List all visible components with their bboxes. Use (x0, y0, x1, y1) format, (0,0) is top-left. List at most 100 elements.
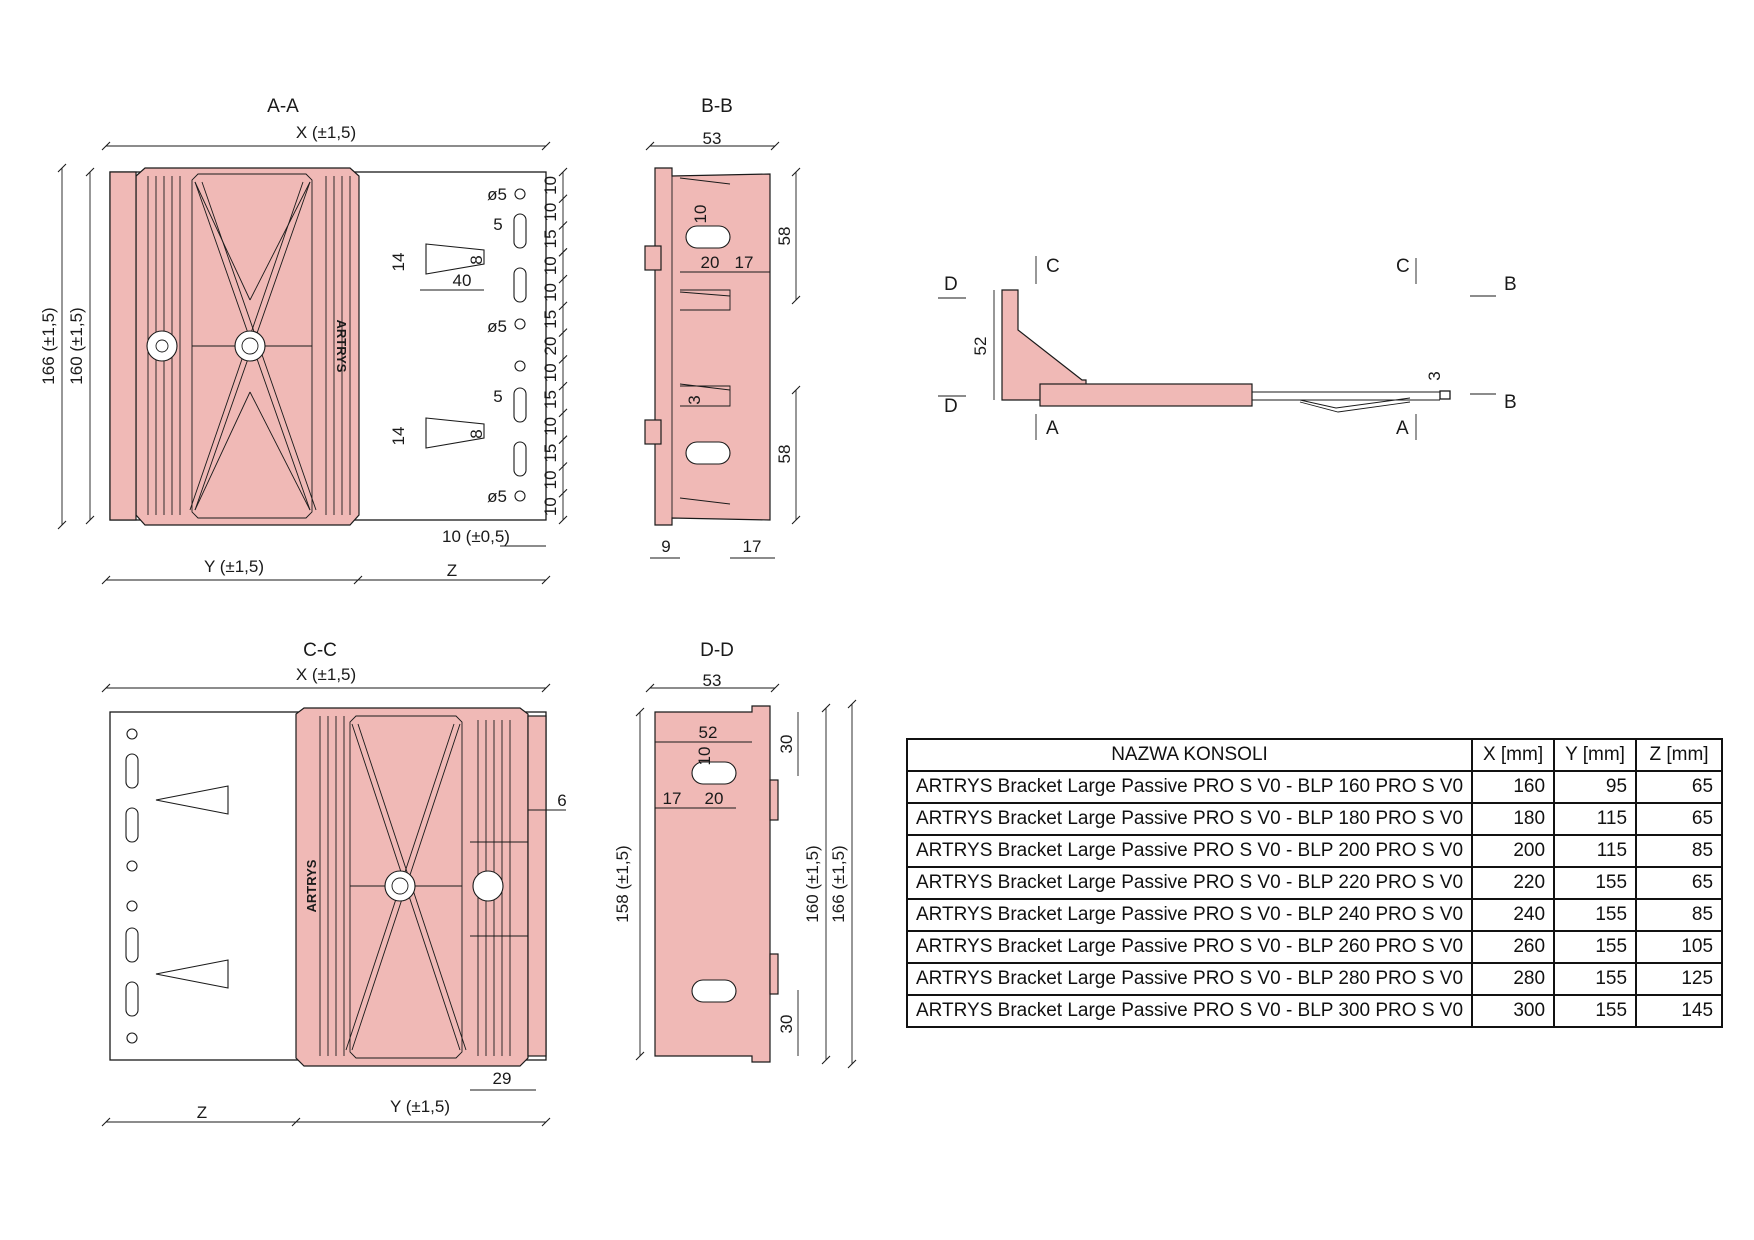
aa-chain-label: 10 (541, 363, 560, 382)
aa-chain-label: 20 (541, 337, 560, 356)
view-bb: B-B 53 10 20 17 3 58 58 9 17 (644, 96, 801, 559)
cc-holes (125, 728, 139, 1044)
row-z: 65 (1635, 802, 1724, 836)
aa-chain-tick (558, 301, 568, 311)
aa-chain-label: 10 (541, 497, 560, 516)
row-y: 115 (1553, 802, 1638, 836)
table-row: ARTRYS Bracket Large Passive PRO S V0 - … (905, 898, 1724, 932)
side-label-b-top: B (1504, 274, 1517, 295)
dd-dim-10: 10 (695, 747, 714, 766)
dd-dim-52: 52 (699, 723, 718, 742)
aa-dim-8-upper: 8 (467, 255, 486, 264)
dd-dim-17: 17 (663, 789, 682, 808)
aa-chain-label: 15 (541, 310, 560, 329)
table-header-row: NAZWA KONSOLI X [mm] Y [mm] Z [mm] (905, 738, 1724, 772)
aa-chain-tick (558, 194, 568, 204)
view-bb-title: B-B (701, 96, 733, 117)
row-name: ARTRYS Bracket Large Passive PRO S V0 - … (905, 994, 1474, 1028)
dd-dim-158: 158 (±1,5) (613, 845, 632, 922)
row-y: 95 (1553, 770, 1638, 804)
bb-slot-lower (685, 441, 731, 465)
aa-chain-label: 10 (541, 203, 560, 222)
row-z: 65 (1635, 866, 1724, 900)
side-label-c-right: C (1396, 256, 1410, 277)
table-row: ARTRYS Bracket Large Passive PRO S V0 - … (905, 770, 1724, 804)
side-label-a-left: A (1046, 418, 1059, 439)
row-x: 200 (1471, 834, 1556, 868)
row-x: 160 (1471, 770, 1556, 804)
aa-z-dim: Z (447, 561, 457, 580)
row-x: 260 (1471, 930, 1556, 964)
row-z: 65 (1635, 770, 1724, 804)
row-y: 115 (1553, 834, 1638, 868)
dd-dim-30-bottom: 30 (777, 1015, 796, 1034)
side-arm (1039, 383, 1253, 407)
bb-dim-9: 9 (661, 537, 670, 556)
cc-width-dim: X (±1,5) (296, 665, 356, 684)
view-dd-title: D-D (700, 640, 734, 661)
view-side: 52 3 D D C C A A B B (938, 256, 1517, 440)
bb-slot-upper (685, 225, 731, 249)
cc-tab-lower (155, 959, 229, 989)
aa-dim-5-2: 5 (493, 387, 502, 406)
row-x: 220 (1471, 866, 1556, 900)
aa-dim-dia-3: ø5 (487, 487, 507, 506)
cc-tab-upper (155, 785, 229, 815)
row-y: 155 (1553, 962, 1638, 996)
row-z: 85 (1635, 834, 1724, 868)
cc-dim-6: 6 (557, 791, 566, 810)
side-label-b-bottom: B (1504, 392, 1517, 413)
aa-dim-10-tol: 10 (±0,5) (442, 527, 510, 546)
aa-chain-tick (558, 488, 568, 498)
header-name: NAZWA KONSOLI (905, 738, 1474, 772)
aa-chain-label: 10 (541, 417, 560, 436)
aa-chain-tick (558, 221, 568, 230)
dd-bracket-body (654, 705, 771, 1063)
aa-chain-label: 15 (541, 390, 560, 409)
row-x: 240 (1471, 898, 1556, 932)
table-row: ARTRYS Bracket Large Passive PRO S V0 - … (905, 802, 1724, 836)
row-y: 155 (1553, 866, 1638, 900)
side-label-d-bottom: D (944, 396, 958, 417)
side-dim-3: 3 (1425, 371, 1444, 380)
aa-chain-label: 10 (541, 256, 560, 275)
aa-dim-8-lower: 8 (467, 429, 486, 438)
aa-chain-label: 15 (541, 229, 560, 248)
cc-z-dim: Z (197, 1103, 207, 1122)
cc-logo-text: ARTRYS (304, 859, 319, 912)
aa-dim-dia-1: ø5 (487, 185, 507, 204)
side-label-a-right: A (1396, 418, 1409, 439)
view-aa-title: A-A (267, 96, 299, 117)
bb-bracket-body (654, 167, 771, 526)
aa-chain-label: 10 (541, 470, 560, 489)
row-name: ARTRYS Bracket Large Passive PRO S V0 - … (905, 770, 1474, 804)
aa-height-166: 166 (±1,5) (39, 307, 58, 384)
row-y: 155 (1553, 930, 1638, 964)
row-x: 280 (1471, 962, 1556, 996)
bb-dim-58-lower: 58 (775, 445, 794, 464)
row-y: 155 (1553, 898, 1638, 932)
dd-slot-upper (691, 761, 737, 785)
row-z: 125 (1635, 962, 1724, 996)
dd-width-53: 53 (703, 671, 722, 690)
table-row: ARTRYS Bracket Large Passive PRO S V0 - … (905, 962, 1724, 996)
aa-chain-label: 15 (541, 444, 560, 463)
bb-dim-17-mid: 17 (735, 253, 754, 272)
row-x: 300 (1471, 994, 1556, 1028)
aa-dim-14-lower: 14 (389, 427, 408, 446)
side-bracket-profile (1001, 289, 1087, 401)
aa-dim-40: 40 (453, 271, 472, 290)
side-label-d-top: D (944, 274, 958, 295)
row-z: 85 (1635, 898, 1724, 932)
bb-dim-10: 10 (691, 205, 710, 224)
view-cc-title: C-C (303, 640, 337, 661)
aa-chain-label: 10 (541, 176, 560, 195)
aa-width-dim: X (±1,5) (296, 123, 356, 142)
bb-dim-3: 3 (685, 395, 704, 404)
row-name: ARTRYS Bracket Large Passive PRO S V0 - … (905, 802, 1474, 836)
aa-logo-text: ARTRYS (334, 320, 349, 373)
aa-tab-lower (425, 417, 485, 449)
row-name: ARTRYS Bracket Large Passive PRO S V0 - … (905, 930, 1474, 964)
